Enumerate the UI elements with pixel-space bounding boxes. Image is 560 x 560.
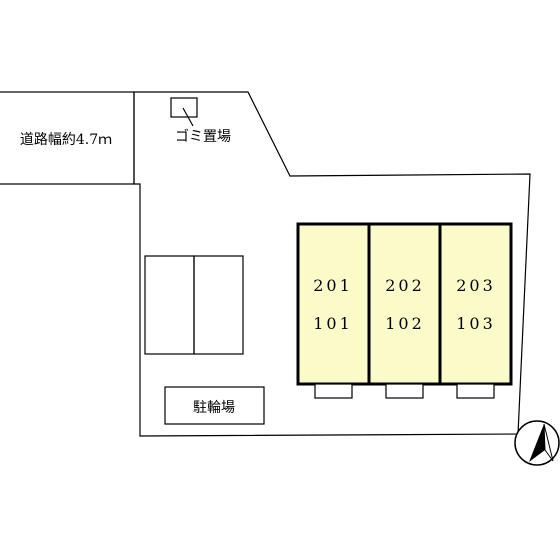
garbage-box xyxy=(170,97,198,118)
unit-3-upper-number: 203 xyxy=(456,276,496,295)
north-arrow-icon xyxy=(514,420,560,466)
bicycle-parking-label: 駐輪場 xyxy=(193,399,235,416)
building: 201 101 202 102 203 103 xyxy=(296,222,513,386)
garbage-leader-line xyxy=(182,107,194,127)
garbage-label: ゴミ置場 xyxy=(175,128,231,145)
unit-1 xyxy=(296,222,371,386)
bicycle-parking-box xyxy=(164,386,265,425)
unit-2-lower-number: 102 xyxy=(385,314,425,333)
unit-2-upper-number: 202 xyxy=(385,276,425,295)
unit-1-lower-number: 101 xyxy=(313,314,353,333)
unit-1-upper-number: 201 xyxy=(313,276,353,295)
unit-2-entrance-step xyxy=(385,383,424,399)
unit-3 xyxy=(438,222,513,386)
unit-3-entrance-step xyxy=(456,383,495,399)
parking-space-right xyxy=(193,255,244,355)
unit-1-entrance-step xyxy=(314,383,353,399)
road-label: 道路幅約4.7ｍ xyxy=(20,132,112,148)
parking-space-left xyxy=(144,255,195,355)
unit-3-lower-number: 103 xyxy=(456,314,496,333)
unit-2 xyxy=(367,222,442,386)
